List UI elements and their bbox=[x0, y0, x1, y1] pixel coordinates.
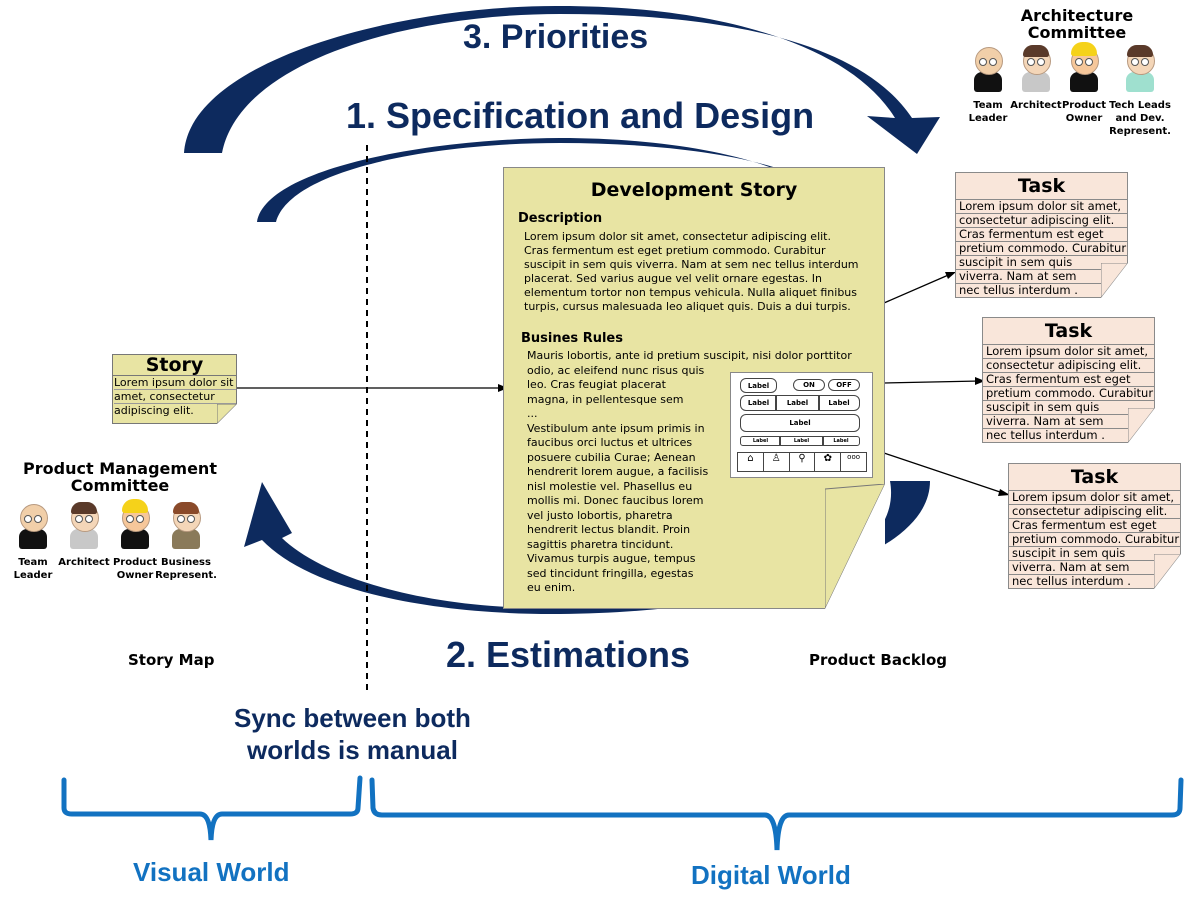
task-line: nec tellus interdum . bbox=[986, 428, 1105, 442]
step-priorities: 3. Priorities bbox=[463, 18, 649, 56]
task-line: pretium commodo. Curabitur bbox=[983, 387, 1154, 401]
folded-corner-icon bbox=[825, 484, 885, 609]
task-card[interactable]: Task Lorem ipsum dolor sit amet, consect… bbox=[955, 172, 1128, 298]
task-line: viverra. Nam at sem bbox=[1009, 561, 1180, 575]
story-card-title: Story bbox=[113, 355, 236, 376]
story-map-label: Story Map bbox=[128, 651, 215, 669]
task-line: nec tellus interdum . bbox=[1012, 574, 1131, 588]
team-leader-avatar-icon bbox=[969, 45, 1007, 95]
story-card-line: adipiscing elit. bbox=[114, 404, 194, 417]
rules-text: Mauris lobortis, ante id pretium suscipi… bbox=[527, 349, 852, 594]
folded-corner-icon bbox=[1101, 263, 1128, 298]
member-architect: Architect bbox=[1010, 45, 1062, 138]
task-line: pretium commodo. Curabitur bbox=[1009, 533, 1180, 547]
task-line: suscipit in sem quis bbox=[956, 256, 1127, 270]
visual-world-brace bbox=[61, 775, 363, 841]
task-title: Task bbox=[983, 318, 1154, 345]
mockup-segment: Label bbox=[818, 395, 860, 411]
task-line: viverra. Nam at sem bbox=[956, 270, 1127, 284]
business-avatar-icon bbox=[167, 502, 205, 552]
task-line: consectetur adipiscing elit. bbox=[983, 359, 1154, 373]
task-line: Lorem ipsum dolor sit amet, bbox=[956, 200, 1127, 214]
sync-note: Sync between both worlds is manual bbox=[234, 703, 471, 765]
arrowhead bbox=[975, 377, 985, 385]
task-title: Task bbox=[1009, 464, 1180, 491]
mockup-segment: Label bbox=[775, 395, 820, 411]
task-line: Lorem ipsum dolor sit amet, bbox=[1009, 491, 1180, 505]
task-line: pretium commodo. Curabitur bbox=[956, 242, 1127, 256]
task-line: consectetur adipiscing elit. bbox=[1009, 505, 1180, 519]
product-backlog-label: Product Backlog bbox=[809, 651, 948, 669]
task-line: Lorem ipsum dolor sit amet, bbox=[983, 345, 1154, 359]
story-card-line: amet, consectetur bbox=[114, 390, 236, 404]
rules-heading: Busines Rules bbox=[521, 331, 623, 346]
mockup-tab: Label bbox=[822, 436, 860, 446]
ui-mockup: Label ON OFF Label Label Label Label Lab… bbox=[730, 372, 873, 478]
committee-title: Product Management Committee bbox=[23, 459, 217, 495]
step-specification: 1. Specification and Design bbox=[346, 95, 815, 136]
mockup-tab: Label bbox=[740, 436, 781, 446]
step-estimations: 2. Estimations bbox=[446, 634, 691, 675]
task-line: Cras fermentum est eget bbox=[956, 228, 1127, 242]
tech-leads-avatar-icon bbox=[1121, 45, 1159, 95]
story-card[interactable]: Story Lorem ipsum dolor sit amet, consec… bbox=[112, 354, 237, 424]
gear-icon: ✿ bbox=[815, 453, 842, 471]
digital-world-brace bbox=[369, 777, 1184, 851]
mockup-segment: Label bbox=[740, 395, 777, 411]
description-text: Lorem ipsum dolor sit amet, consectetur … bbox=[524, 230, 859, 313]
task-card[interactable]: Task Lorem ipsum dolor sit amet, consect… bbox=[982, 317, 1155, 443]
mockup-button: Label bbox=[740, 378, 777, 393]
user-icon: ♙ bbox=[764, 453, 790, 471]
task-title: Task bbox=[956, 173, 1127, 200]
development-story-card[interactable]: Development Story Description Lorem ipsu… bbox=[503, 167, 885, 609]
mockup-toggle-on: ON bbox=[793, 379, 825, 391]
digital-world-label: Digital World bbox=[691, 860, 851, 890]
arrowhead bbox=[945, 272, 956, 279]
mockup-tab: Label bbox=[779, 436, 824, 446]
mockup-toggle-off: OFF bbox=[828, 379, 860, 391]
folded-corner-icon bbox=[1154, 554, 1181, 589]
arrowhead bbox=[998, 489, 1010, 496]
folded-corner-icon bbox=[1128, 408, 1155, 443]
visual-world-label: Visual World bbox=[133, 857, 290, 887]
team-leader-avatar-icon bbox=[14, 502, 52, 552]
architect-avatar-icon bbox=[1017, 45, 1055, 95]
task-line: viverra. Nam at sem bbox=[983, 415, 1154, 429]
member-architect: Architect bbox=[58, 502, 110, 582]
more-icon: ooo bbox=[847, 453, 861, 461]
task-line: consectetur adipiscing elit. bbox=[956, 214, 1127, 228]
task-line: Cras fermentum est eget bbox=[983, 373, 1154, 387]
devstory-to-task1-connector bbox=[883, 272, 954, 304]
task-line: suscipit in sem quis bbox=[983, 401, 1154, 415]
mockup-tabbar: ⌂ ♙ ⚲ ✿ ooo bbox=[737, 452, 867, 472]
architect-avatar-icon bbox=[65, 502, 103, 552]
home-icon: ⌂ bbox=[738, 453, 764, 471]
search-icon: ⚲ bbox=[790, 453, 816, 471]
task-line: nec tellus interdum . bbox=[959, 283, 1078, 297]
dev-story-title: Development Story bbox=[590, 179, 798, 201]
product-owner-avatar-icon bbox=[1065, 42, 1103, 95]
task-card[interactable]: Task Lorem ipsum dolor sit amet, consect… bbox=[1008, 463, 1181, 589]
task-line: Cras fermentum est eget bbox=[1009, 519, 1180, 533]
description-heading: Description bbox=[518, 211, 603, 226]
folded-corner-icon bbox=[217, 404, 237, 424]
devstory-to-task3-connector bbox=[883, 452, 1007, 495]
devstory-to-task2-connector bbox=[883, 380, 981, 384]
committee-title: Architecture Committee bbox=[1020, 6, 1134, 42]
story-card-line: Lorem ipsum dolor sit bbox=[114, 376, 236, 390]
product-owner-avatar-icon bbox=[116, 499, 154, 552]
mockup-wide-button: Label bbox=[740, 414, 860, 432]
task-line: suscipit in sem quis bbox=[1009, 547, 1180, 561]
